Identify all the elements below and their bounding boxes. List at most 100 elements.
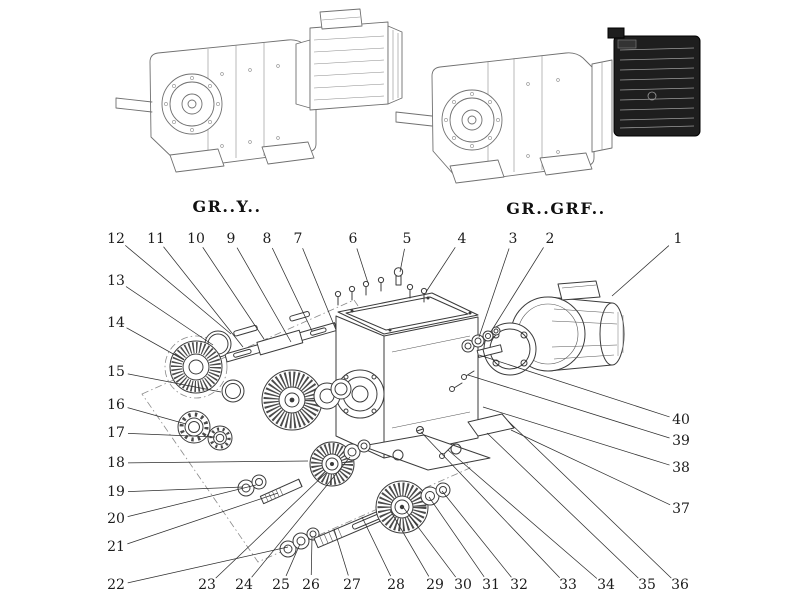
callout-15: 15 [107, 364, 125, 380]
variant-label-left: GR..Y.. [192, 197, 261, 216]
photo-left-shaft [115, 97, 153, 113]
callout-21: 21 [107, 539, 125, 555]
washer-set-lower-right [420, 482, 451, 506]
photo-left-output-boss [161, 73, 223, 135]
spacer-rings-mid [343, 439, 371, 461]
gear-input-large [261, 369, 323, 431]
callout-9: 9 [227, 231, 236, 247]
callout-22: 22 [107, 577, 125, 593]
photo-left-unit [115, 8, 403, 173]
callout-37: 37 [672, 501, 690, 517]
callout-leader-39 [467, 374, 670, 439]
callout-39: 39 [672, 433, 690, 449]
bearing-large [177, 410, 211, 444]
vent-plug [393, 267, 404, 286]
bolt-circle-dashed [164, 335, 228, 399]
callout-28: 28 [387, 577, 405, 593]
motor-assembly [476, 280, 625, 376]
base-plate-front [361, 434, 491, 471]
callout-36: 36 [671, 577, 689, 593]
callout-30: 30 [454, 577, 472, 593]
base-bolt [439, 445, 453, 459]
callout-leader-14 [126, 327, 185, 361]
callout-leader-35 [486, 432, 639, 579]
callout-10: 10 [187, 231, 205, 247]
photo-left-rear-cap [387, 25, 403, 105]
callout-leader-23 [215, 472, 327, 579]
callout-leader-9 [236, 247, 292, 343]
callout-27: 27 [343, 577, 361, 593]
bearing-flange-ring [169, 340, 223, 394]
pinion-shaft [259, 478, 303, 505]
callout-leader-32 [441, 490, 512, 578]
key-upper-2 [289, 311, 310, 322]
motor-mount-washers [461, 326, 501, 353]
callout-leader-19 [127, 486, 244, 492]
callout-7: 7 [294, 231, 303, 247]
callout-leader-7 [302, 248, 337, 331]
callout-6: 6 [349, 231, 358, 247]
motor-mount-bolts [449, 370, 475, 392]
callout-leader-34 [447, 449, 598, 579]
callout-leader-12 [125, 245, 232, 335]
callout-33: 33 [559, 577, 577, 593]
photo-right-dark-cover [607, 27, 701, 137]
callout-leader-3 [478, 248, 510, 338]
bearing-small [207, 425, 233, 451]
callout-17: 17 [107, 425, 125, 441]
callout-1: 1 [674, 231, 683, 247]
callout-20: 20 [107, 511, 125, 527]
input-shaft [224, 322, 338, 363]
motor-flange [483, 322, 537, 376]
motor-shaft [476, 344, 503, 358]
callout-leader-40 [478, 354, 670, 418]
callout-leader-4 [425, 247, 456, 293]
exploded-view [141, 267, 625, 563]
callout-4: 4 [458, 231, 467, 247]
alignment-plane-dashed [141, 299, 471, 563]
callout-26: 26 [302, 577, 320, 593]
callout-leader-28 [361, 516, 391, 577]
callout-12: 12 [107, 231, 125, 247]
callout-38: 38 [672, 460, 690, 476]
washer-set-lower-left [279, 527, 320, 558]
key-upper-1 [233, 324, 258, 337]
callout-13: 13 [107, 273, 125, 289]
photo-right-unit [395, 27, 701, 184]
callout-leader-38 [482, 406, 670, 466]
gear-output [375, 480, 429, 534]
callout-leader-15 [127, 373, 222, 393]
callout-leader-29 [389, 509, 430, 577]
callout-16: 16 [107, 397, 125, 413]
callout-11: 11 [147, 231, 165, 247]
callout-leader-30 [402, 506, 456, 578]
callout-29: 29 [426, 577, 444, 593]
photo-right-shaft [395, 111, 433, 127]
callout-leader-36 [507, 420, 672, 579]
callout-32: 32 [510, 577, 528, 593]
callout-24: 24 [235, 577, 253, 593]
base-plate-rear [467, 413, 515, 437]
callout-18: 18 [107, 455, 125, 471]
callout-34: 34 [597, 577, 615, 593]
callout-leader-18 [127, 460, 309, 464]
callout-leader-27 [333, 528, 349, 576]
callout-leader-2 [491, 247, 544, 331]
callout-leader-16 [127, 407, 187, 425]
housing-right-face [383, 316, 479, 459]
gear-intermediate [309, 441, 355, 487]
callout-leader-26 [310, 536, 313, 576]
variant-label-right: GR..GRF.. [506, 199, 605, 218]
drain-plug [416, 426, 424, 434]
callout-3: 3 [509, 231, 518, 247]
callout-leader-8 [271, 247, 313, 332]
callout-19: 19 [107, 484, 125, 500]
cover-bolts [334, 276, 428, 306]
callout-leader-25 [285, 543, 301, 577]
callout-8: 8 [263, 231, 272, 247]
photo-right-feet [449, 152, 593, 184]
callout-2: 2 [546, 231, 555, 247]
